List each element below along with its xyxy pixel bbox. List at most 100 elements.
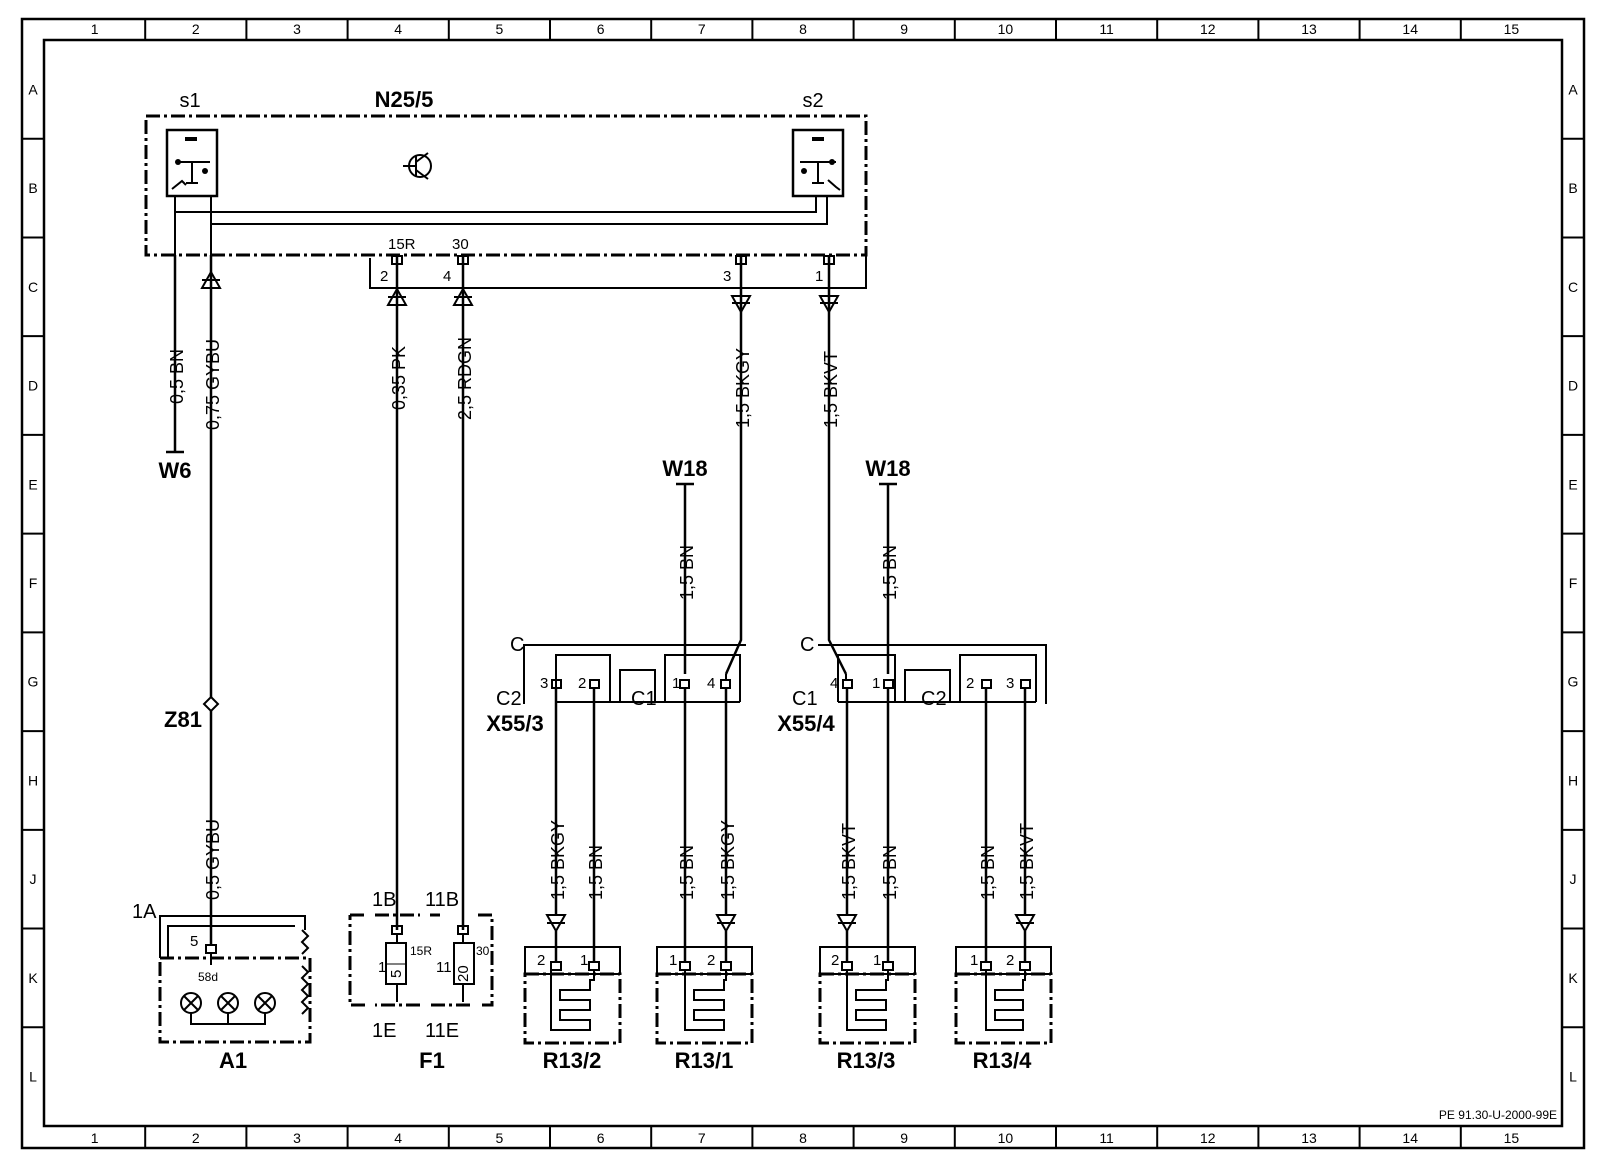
x55-4-pin2: 2 bbox=[966, 675, 974, 692]
x55-4-pin4: 4 bbox=[830, 675, 838, 692]
grid-col-bottom-12: 12 bbox=[1200, 1130, 1216, 1146]
pin-30-label: 30 bbox=[452, 236, 469, 253]
n25-5-module-outline bbox=[144, 114, 868, 257]
x55-4-connector bbox=[818, 644, 1047, 704]
grid-col-bottom-4: 4 bbox=[394, 1130, 402, 1146]
grid-col-bottom-6: 6 bbox=[597, 1130, 605, 1146]
w18-right-label: W18 bbox=[865, 456, 910, 481]
s2-label: s2 bbox=[802, 90, 823, 112]
grid-row-left-L: L bbox=[29, 1069, 37, 1085]
wire-label-pk: 0,35 PK bbox=[389, 346, 409, 410]
x55-4-pin3: 3 bbox=[1006, 675, 1014, 692]
f1-pin-15r: 15R bbox=[410, 944, 432, 958]
grid-col-top-1: 1 bbox=[91, 21, 99, 37]
x55-3-connector bbox=[523, 644, 746, 704]
grid-row-left-J: J bbox=[30, 871, 37, 887]
grid-col-bottom-15: 15 bbox=[1504, 1130, 1520, 1146]
x55-3-c1-label: C1 bbox=[631, 688, 657, 710]
x55-3-pin2: 2 bbox=[578, 675, 586, 692]
a1-pin-1a: 1A bbox=[132, 901, 157, 923]
n25-5-label: N25/5 bbox=[375, 87, 434, 112]
grid-row-right-F: F bbox=[1569, 575, 1578, 591]
r13-4-pin2: 2 bbox=[1006, 952, 1014, 969]
r13-2-heater bbox=[523, 946, 622, 1045]
grid-row-left-C: C bbox=[28, 279, 38, 295]
f1-fuse-20a: 20 bbox=[455, 965, 472, 982]
grid-row-right-E: E bbox=[1568, 476, 1577, 492]
r13-2-pin2: 2 bbox=[537, 952, 545, 969]
wire-bkgy-top bbox=[724, 255, 743, 675]
r13-1-pin1: 1 bbox=[669, 952, 677, 969]
s1-s2-link-lower bbox=[210, 196, 828, 225]
wire-label-r13-1-bkgy: 1,5 BKGY bbox=[718, 820, 738, 900]
grid-col-top-6: 6 bbox=[597, 21, 605, 37]
r13-1-heater bbox=[655, 946, 754, 1045]
r13-2-pin1: 1 bbox=[580, 952, 588, 969]
a1-pin-5: 5 bbox=[190, 933, 198, 950]
grid-col-top-2: 2 bbox=[192, 21, 200, 37]
x55-3-pin1: 1 bbox=[672, 675, 680, 692]
grid-col-top-10: 10 bbox=[998, 21, 1014, 37]
n25-5-connector-bus bbox=[369, 255, 867, 289]
pin-2-label: 2 bbox=[380, 268, 388, 285]
f1-fuse-box bbox=[348, 913, 494, 1007]
grid-col-bottom-7: 7 bbox=[698, 1130, 706, 1146]
x55-4-label: X55/4 bbox=[777, 711, 835, 736]
r13-1-pin2: 2 bbox=[707, 952, 715, 969]
grid-col-top-13: 13 bbox=[1301, 21, 1317, 37]
wire-label-r13-3-bkvt: 1,5 BKVT bbox=[839, 823, 859, 900]
w18-left-label: W18 bbox=[662, 456, 707, 481]
wire-bkvt-top bbox=[827, 255, 848, 675]
r13-4-pin1: 1 bbox=[970, 952, 978, 969]
grid-row-right-L: L bbox=[1569, 1069, 1577, 1085]
grid-row-right-B: B bbox=[1568, 180, 1577, 196]
grid-row-left-B: B bbox=[28, 180, 37, 196]
transistor-icon bbox=[403, 152, 432, 180]
grid-col-top-4: 4 bbox=[394, 21, 402, 37]
pin-15r-label: 15R bbox=[388, 236, 416, 253]
wire-label-gybu-075: 0,75 GYBU bbox=[203, 339, 223, 430]
wire-label-bn-w18-right: 1,5 BN bbox=[880, 545, 900, 600]
x55-3-label: X55/3 bbox=[486, 711, 544, 736]
pin-1-label: 1 bbox=[815, 268, 823, 285]
s1-s2-link-upper bbox=[174, 196, 817, 213]
grid-row-right-G: G bbox=[1568, 674, 1579, 690]
grid-col-top-7: 7 bbox=[698, 21, 706, 37]
f1-pin-11b: 11B bbox=[425, 889, 459, 911]
z81-splice-icon bbox=[202, 695, 220, 713]
grid-col-top-11: 11 bbox=[1099, 21, 1114, 37]
f1-pin-1: 1 bbox=[378, 959, 386, 976]
grid-row-left-K: K bbox=[28, 970, 38, 986]
grid-col-bottom-8: 8 bbox=[799, 1130, 807, 1146]
grid-row-left-G: G bbox=[28, 674, 39, 690]
grid-row-right-K: K bbox=[1568, 970, 1578, 986]
wire-label-r13-2-bkgy: 1,5 BKGY bbox=[548, 820, 568, 900]
grid-row-left-F: F bbox=[29, 575, 38, 591]
inner-frame bbox=[42, 38, 1564, 1128]
f1-pin-1e: 1E bbox=[372, 1020, 396, 1042]
x55-4-c1-label: C1 bbox=[792, 688, 818, 710]
grid-row-right-H: H bbox=[1568, 772, 1578, 788]
s1-label: s1 bbox=[179, 90, 200, 112]
a1-instrument-cluster bbox=[158, 915, 312, 1044]
r13-4-label: R13/4 bbox=[973, 1048, 1032, 1073]
wire-label-r13-3-bn: 1,5 BN bbox=[880, 845, 900, 900]
wire-label-bn-05: 0,5 BN bbox=[167, 349, 187, 404]
x55-4-pin1: 1 bbox=[872, 675, 880, 692]
f1-pin-11e: 11E bbox=[425, 1020, 459, 1042]
grid-col-top-12: 12 bbox=[1200, 21, 1216, 37]
r13-3-heater bbox=[818, 946, 917, 1045]
pin-4-label: 4 bbox=[443, 268, 451, 285]
wire-label-r13-2-bn: 1,5 BN bbox=[586, 845, 606, 900]
r13-3-pin2: 2 bbox=[831, 952, 839, 969]
r13-1-label: R13/1 bbox=[675, 1048, 734, 1073]
grid-col-bottom-11: 11 bbox=[1099, 1130, 1114, 1146]
wire-label-rdgn: 2,5 RDGN bbox=[455, 337, 475, 420]
wire-label-r13-4-bkvt: 1,5 BKVT bbox=[1017, 823, 1037, 900]
r13-2-label: R13/2 bbox=[543, 1048, 602, 1073]
grid-col-bottom-9: 9 bbox=[900, 1130, 908, 1146]
r13-3-label: R13/3 bbox=[837, 1048, 896, 1073]
heater-wires bbox=[545, 688, 1036, 962]
wire-label-bkvt-top: 1,5 BKVT bbox=[821, 351, 841, 428]
grid-row-right-J: J bbox=[1570, 871, 1577, 887]
